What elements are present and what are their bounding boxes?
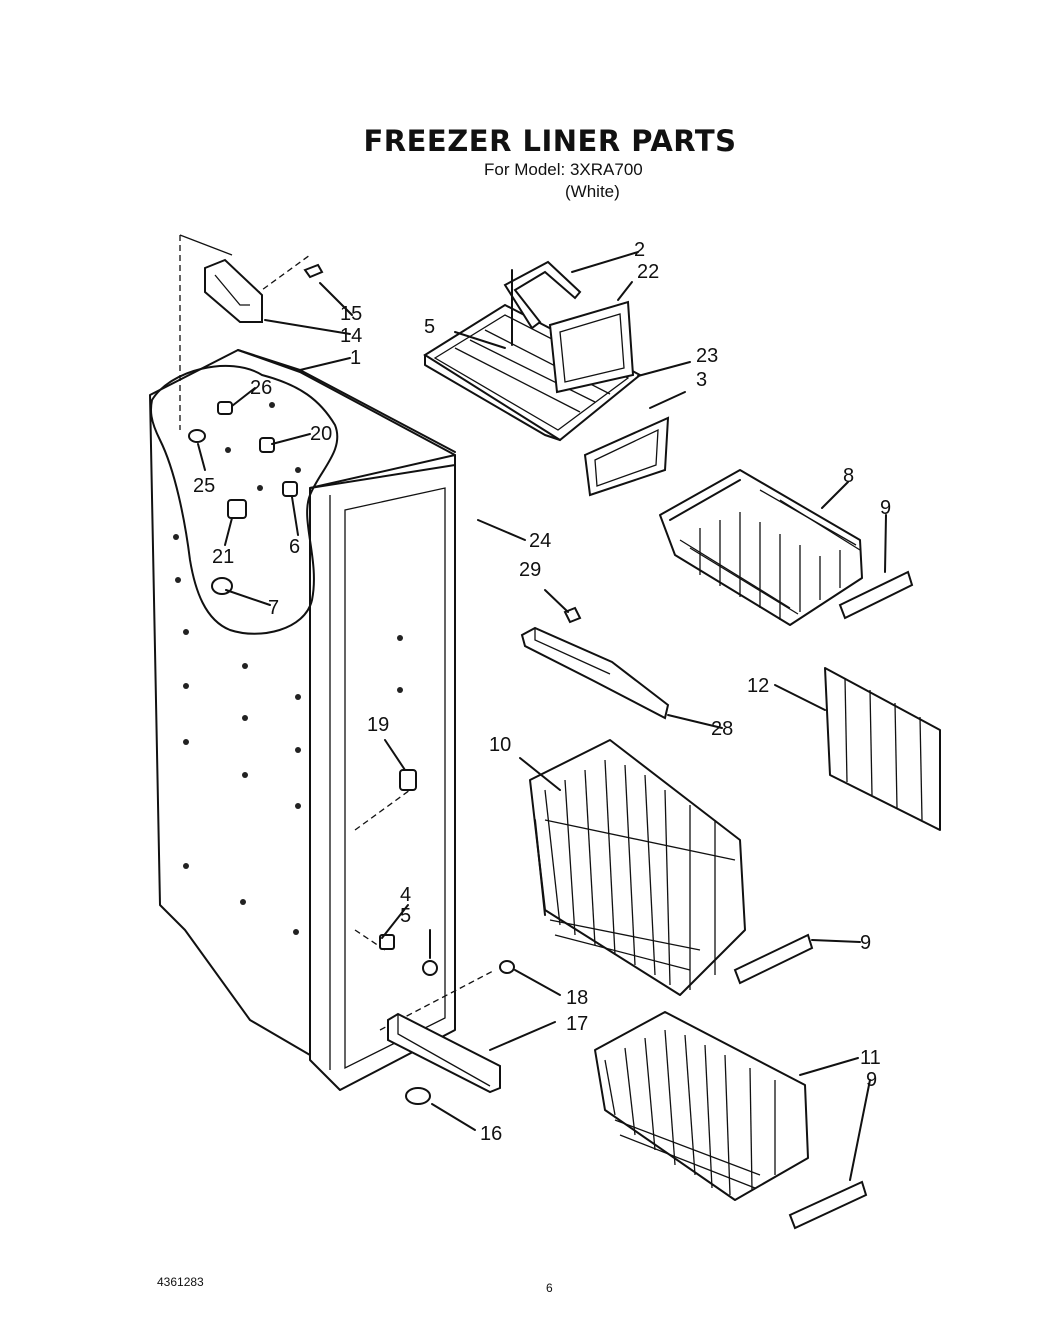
page-number: 6	[546, 1281, 553, 1295]
callout-16: 16	[480, 1123, 502, 1145]
basket-part-8	[659, 469, 863, 626]
callout-15: 15	[340, 303, 362, 325]
diagram-title: FREEZER LINER PARTS	[363, 124, 737, 158]
trim-part-9-bottom	[788, 1180, 868, 1230]
callout-5-bottom: 5	[400, 905, 411, 927]
liner-holes	[173, 402, 403, 935]
screw-part-15	[303, 263, 324, 279]
bracket-part-14	[204, 258, 263, 323]
cover-part-17	[387, 1012, 501, 1094]
small-parts-cluster	[188, 401, 515, 976]
shelf-insert-part-3	[583, 416, 670, 497]
callout-10: 10	[489, 734, 511, 756]
trim-part-9-top	[838, 570, 914, 620]
callout-4: 4	[400, 884, 411, 906]
callout-numbers: 2 22 5 23 3 15 14 1 26 20 25 6 21 7 24 2…	[193, 239, 891, 1145]
basket-part-11	[594, 1011, 809, 1201]
shelf-frame-part-2	[503, 260, 582, 346]
callout-24: 24	[529, 530, 551, 552]
callout-6: 6	[289, 536, 300, 558]
callout-26: 26	[250, 377, 272, 399]
callout-9-bottom: 9	[866, 1069, 877, 1091]
color-line: (White)	[565, 182, 620, 201]
callout-7: 7	[268, 597, 279, 619]
freezer-liner-part-1	[149, 234, 496, 1091]
callout-25: 25	[193, 475, 215, 497]
trim-part-9-middle	[733, 933, 814, 985]
document-code: 4361283	[157, 1275, 204, 1289]
callout-29: 29	[519, 559, 541, 581]
shelf-panel-part-22	[548, 300, 635, 394]
callout-1: 1	[350, 347, 361, 369]
callout-5-top: 5	[424, 316, 435, 338]
callout-18: 18	[566, 987, 588, 1009]
callout-21: 21	[212, 546, 234, 568]
callout-22: 22	[637, 261, 659, 283]
callout-23: 23	[696, 345, 718, 367]
model-line: For Model: 3XRA700	[484, 160, 643, 179]
callout-19: 19	[367, 714, 389, 736]
callout-2: 2	[634, 239, 645, 261]
callout-17: 17	[566, 1013, 588, 1035]
callout-9-top: 9	[880, 497, 891, 519]
leader-lines	[197, 251, 887, 1181]
callout-3: 3	[696, 369, 707, 391]
callout-8: 8	[843, 465, 854, 487]
plug-part-16	[405, 1087, 431, 1105]
callout-14: 14	[340, 325, 362, 347]
callout-9-middle: 9	[860, 932, 871, 954]
callout-20: 20	[310, 423, 332, 445]
basket-part-10	[529, 739, 746, 996]
callout-12: 12	[747, 675, 769, 697]
divider-part-12	[824, 667, 941, 831]
callout-11: 11	[860, 1047, 881, 1069]
rail-part-28	[520, 626, 670, 720]
callout-28: 28	[711, 718, 733, 740]
